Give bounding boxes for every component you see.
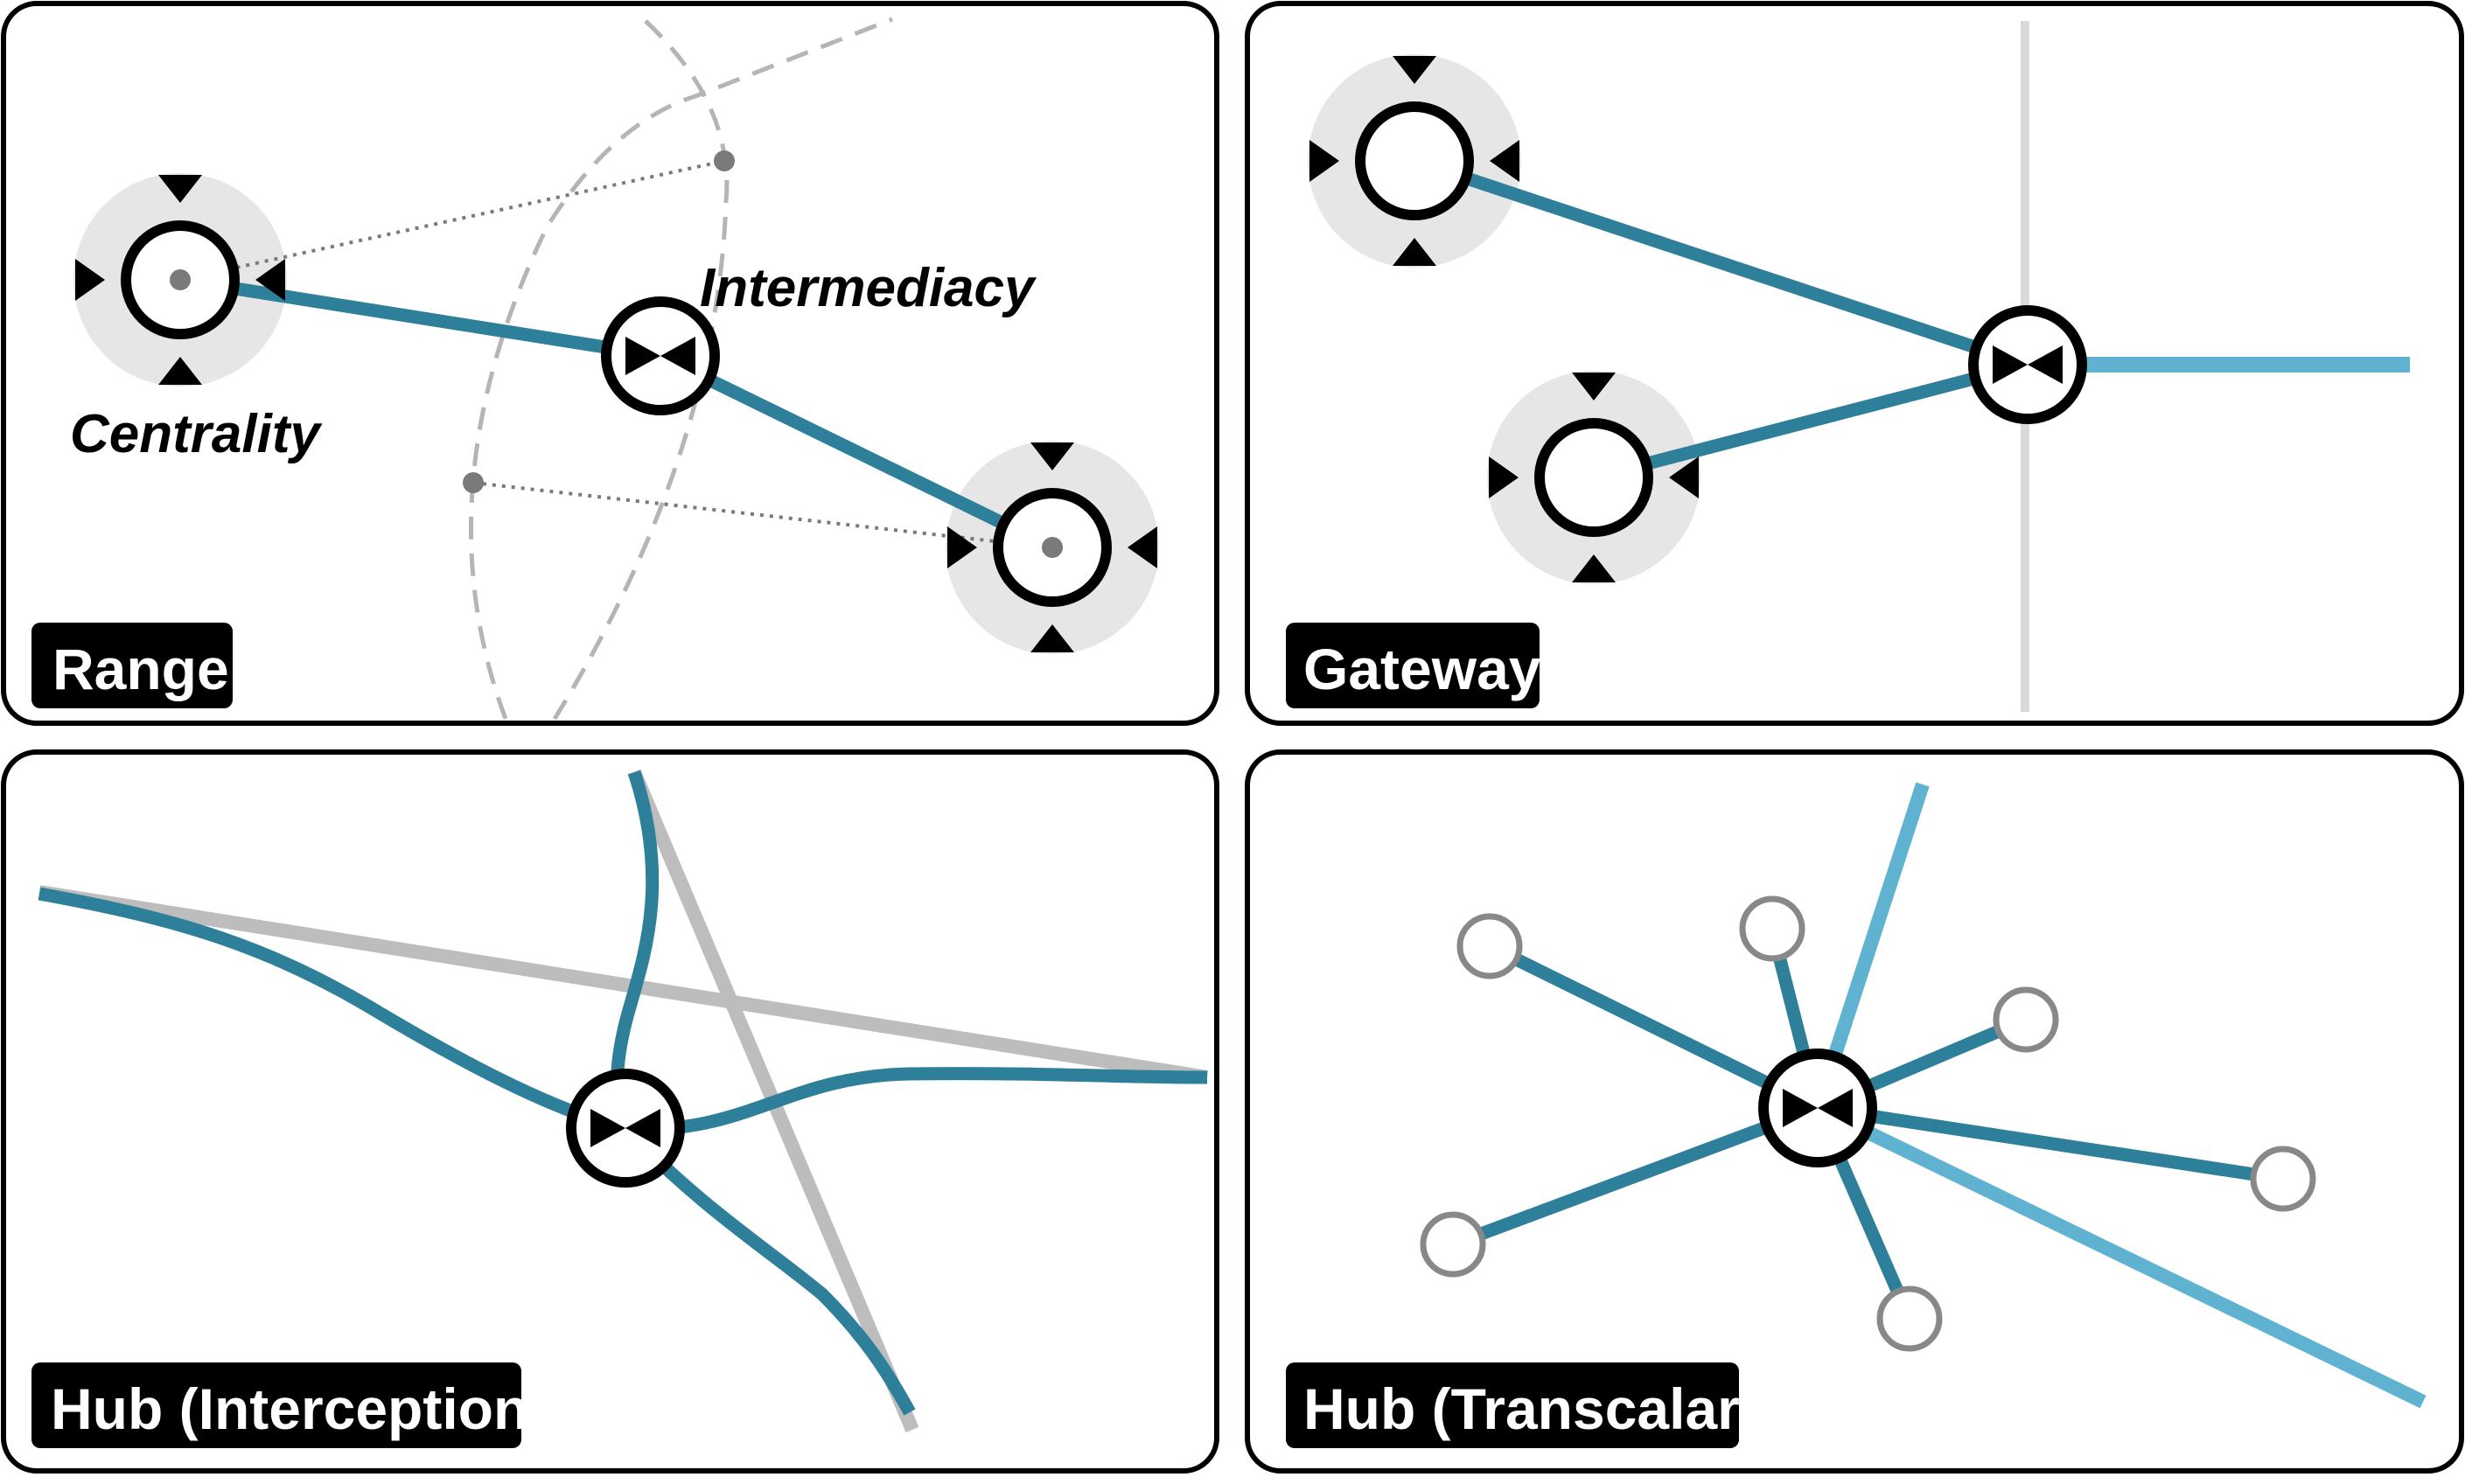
route-line-top [1412,154,2030,372]
label-intermediacy: Intermediacy [700,258,1037,318]
spoke-upper-left [1486,940,1821,1114]
dashed-boundary-outer [552,19,730,721]
interception-hub-node-icon [571,1074,680,1182]
label-centrality: Centrality [70,404,323,464]
light-route-down [1814,1101,2427,1409]
spoke-lower-left [1450,1101,1820,1251]
badge-hub-interception: Hub (Interception) [51,1376,548,1441]
route-curve-bottom [620,1123,916,1416]
panel-gateway: Gateway [1245,1,2464,726]
panel-hub-interception: Hub (Interception) [1,749,1219,1474]
intermediacy-node-icon [606,302,715,410]
badge-hub-transcalar: Hub (Transcalar) [1303,1376,1759,1441]
peripheral-node-upper-right-icon [1993,986,2059,1053]
centrality-right-center-dot-icon [1042,537,1063,558]
range-point-upper [714,150,735,171]
dotted-link-upper [179,159,725,282]
gateway-node-icon [1973,310,2082,419]
spoke-right [1816,1101,2285,1186]
badge-hub-interception-bg [31,1362,521,1448]
badge-gateway-bg [1286,623,1540,708]
peripheral-node-upper-left-icon [1456,913,1523,979]
dashed-boundary-inner [468,17,893,720]
badge-range-bg [31,623,233,708]
panel-hub-transcalar: Hub (Transcalar) [1245,749,2464,1474]
transcalar-hub-node-icon [1763,1054,1872,1162]
panel-range: Centrality Intermediacy Range [1,1,1219,726]
peripheral-node-right-icon [2250,1146,2316,1212]
grey-route-horizontal [38,885,1209,1084]
route-line-bottom [1592,358,2029,484]
route-curve-left [38,887,627,1135]
peripheral-node-lower-left-icon [1420,1211,1486,1278]
badge-range: Range [52,637,229,701]
peripheral-node-upper-icon [1739,895,1805,962]
peripheral-node-lower-icon [1876,1285,1943,1352]
badge-gateway: Gateway [1303,637,1541,701]
badge-hub-transcalar-bg [1286,1362,1739,1448]
centrality-center-dot-icon [170,269,191,290]
route-curve-right [625,1067,1208,1136]
range-point-lower [463,472,484,493]
